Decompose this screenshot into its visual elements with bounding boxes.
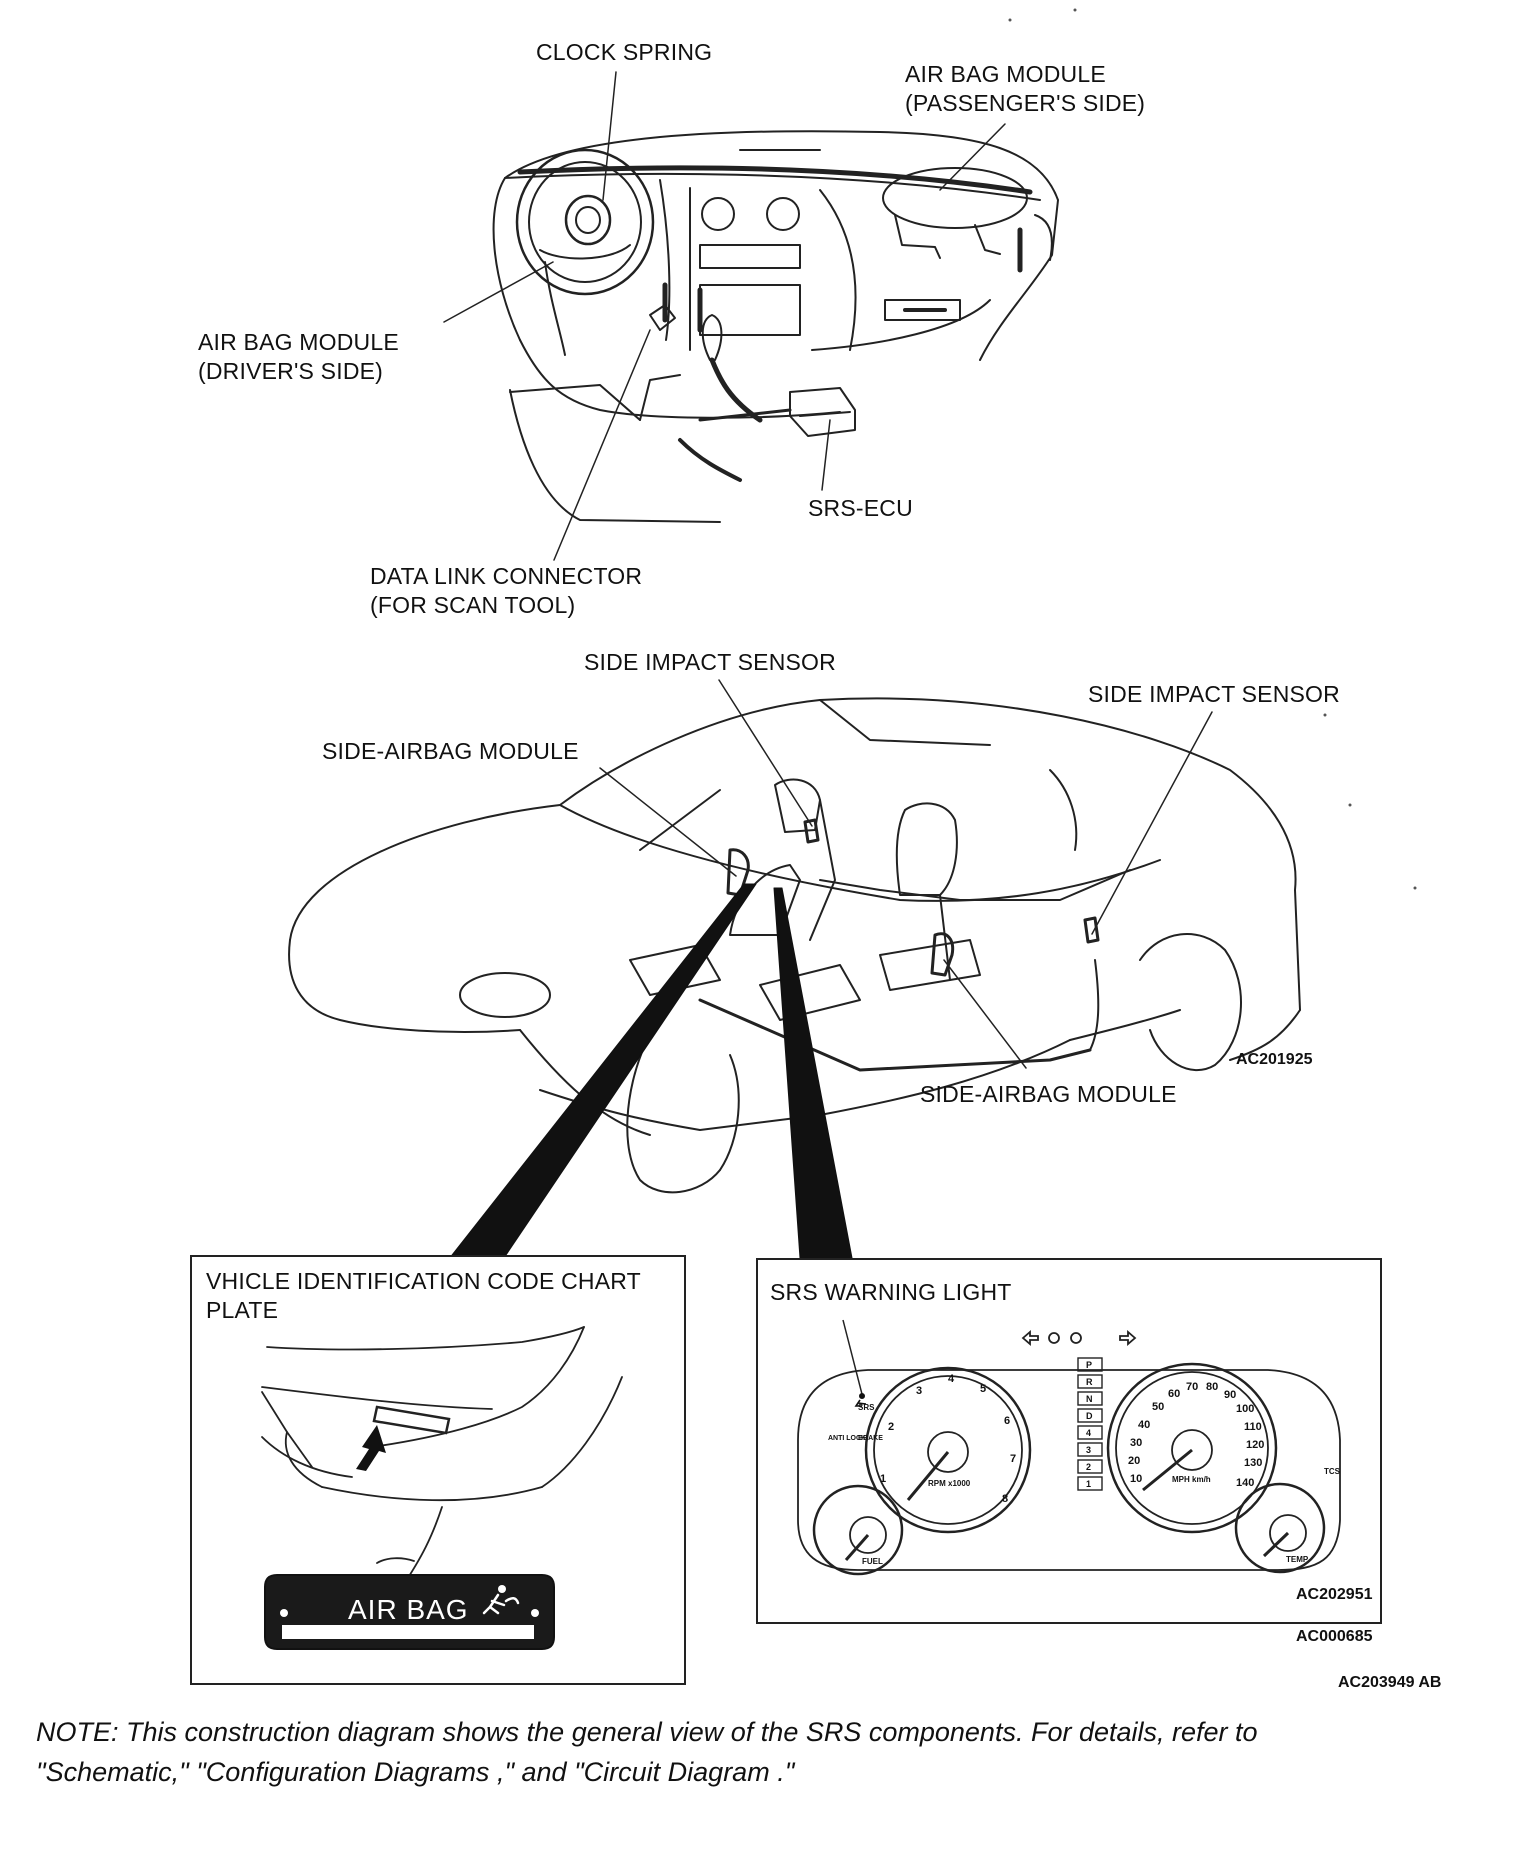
- speed-number-90: 90: [1224, 1389, 1236, 1401]
- label-data-link-connector: DATA LINK CONNECTOR (FOR SCAN TOOL): [370, 563, 643, 618]
- airbag-plate-text: AIR BAG: [348, 1594, 469, 1625]
- gear-4: 4: [1086, 1428, 1091, 1438]
- inset-vin-title: VHICLE IDENTIFICATION CODE CHART PLATE: [206, 1268, 641, 1323]
- label-clock-spring: CLOCK SPRING: [536, 39, 713, 65]
- label-srs-ecu: SRS-ECU: [808, 495, 913, 521]
- speed-unit-label: MPH km/h: [1172, 1475, 1211, 1484]
- code-cluster: AC202951: [1296, 1586, 1373, 1603]
- label-airbag-driver: AIR BAG MODULE (DRIVER'S SIDE): [198, 329, 399, 384]
- label-side-airbag-module-rear: SIDE-AIRBAG MODULE: [920, 1081, 1177, 1107]
- gear-1: 1: [1086, 1479, 1091, 1489]
- inset-vin-plate: VHICLE IDENTIFICATION CODE CHART PLATE A…: [190, 1255, 686, 1685]
- tach-number-8: 8: [1002, 1493, 1008, 1505]
- tach-unit-label: RPM x1000: [928, 1479, 971, 1488]
- fuel-label: FUEL: [862, 1557, 883, 1566]
- dashboard-illustration: [492, 130, 1059, 523]
- gear-2: 2: [1086, 1462, 1091, 1472]
- tach-number-7: 7: [1010, 1453, 1016, 1465]
- instrument-cluster-illustration: 1 2 3 4 5 6 7 8 RPM x1000 10 20 30 40 50…: [797, 1319, 1341, 1576]
- car-leader-lines: [599, 679, 1213, 1069]
- speed-number-80: 80: [1206, 1381, 1218, 1393]
- tach-number-6: 6: [1004, 1415, 1010, 1427]
- gear-p: P: [1086, 1360, 1092, 1370]
- construction-note: NOTE: This construction diagram shows th…: [36, 1717, 1258, 1787]
- label-side-impact-sensor-rear: SIDE IMPACT SENSOR: [1088, 681, 1340, 707]
- tach-number-2: 2: [888, 1421, 894, 1433]
- speed-number-140: 140: [1236, 1477, 1254, 1489]
- pointer-to-vin-plate: [451, 883, 757, 1256]
- temp-label: TEMP: [1286, 1555, 1309, 1564]
- tcs-label: TCS: [1324, 1467, 1341, 1476]
- speed-number-60: 60: [1168, 1388, 1180, 1400]
- speed-number-50: 50: [1152, 1401, 1164, 1413]
- speed-number-130: 130: [1244, 1457, 1262, 1469]
- label-side-impact-sensor-front: SIDE IMPACT SENSOR: [584, 649, 836, 675]
- gear-d: D: [1086, 1411, 1093, 1421]
- vin-plate-illustration: [261, 1326, 623, 1650]
- gear-n: N: [1086, 1394, 1093, 1404]
- srs-warning-light-icon: [854, 1393, 867, 1407]
- speed-number-40: 40: [1138, 1419, 1150, 1431]
- speed-number-20: 20: [1128, 1455, 1140, 1467]
- code-car: AC201925: [1236, 1051, 1313, 1068]
- pointer-to-srs-light: [773, 887, 853, 1259]
- tach-number-4: 4: [948, 1373, 955, 1385]
- gear-r: R: [1086, 1377, 1093, 1387]
- srs-indicator-label: SRS: [858, 1403, 875, 1412]
- anti-lock-label: ANTI LOCK: [828, 1435, 866, 1442]
- inset-srs-warning-light: SRS WARNING LIGHT: [756, 1258, 1382, 1624]
- airbag-person-icon: [482, 1585, 520, 1615]
- tach-number-1: 1: [880, 1473, 886, 1485]
- inset-srs-title: SRS WARNING LIGHT: [770, 1279, 1012, 1305]
- speed-number-70: 70: [1186, 1381, 1198, 1393]
- code-figure: AC203949 AB: [1338, 1674, 1442, 1691]
- tach-number-3: 3: [916, 1385, 922, 1397]
- dashboard-leader-lines: [443, 71, 1006, 561]
- tach-number-5: 5: [980, 1383, 986, 1395]
- speed-number-110: 110: [1244, 1421, 1262, 1433]
- label-side-airbag-module-front: SIDE-AIRBAG MODULE: [322, 738, 579, 764]
- gear-3: 3: [1086, 1445, 1091, 1455]
- vin-plate-arrow: [356, 1425, 386, 1471]
- speed-number-10: 10: [1130, 1473, 1142, 1485]
- speed-number-30: 30: [1130, 1437, 1142, 1449]
- brake-label: BRAKE: [858, 1435, 883, 1442]
- label-airbag-passenger: AIR BAG MODULE (PASSENGER'S SIDE): [905, 61, 1146, 116]
- code-panel: AC000685: [1296, 1628, 1373, 1645]
- speed-number-120: 120: [1246, 1439, 1264, 1451]
- speed-number-100: 100: [1236, 1403, 1254, 1415]
